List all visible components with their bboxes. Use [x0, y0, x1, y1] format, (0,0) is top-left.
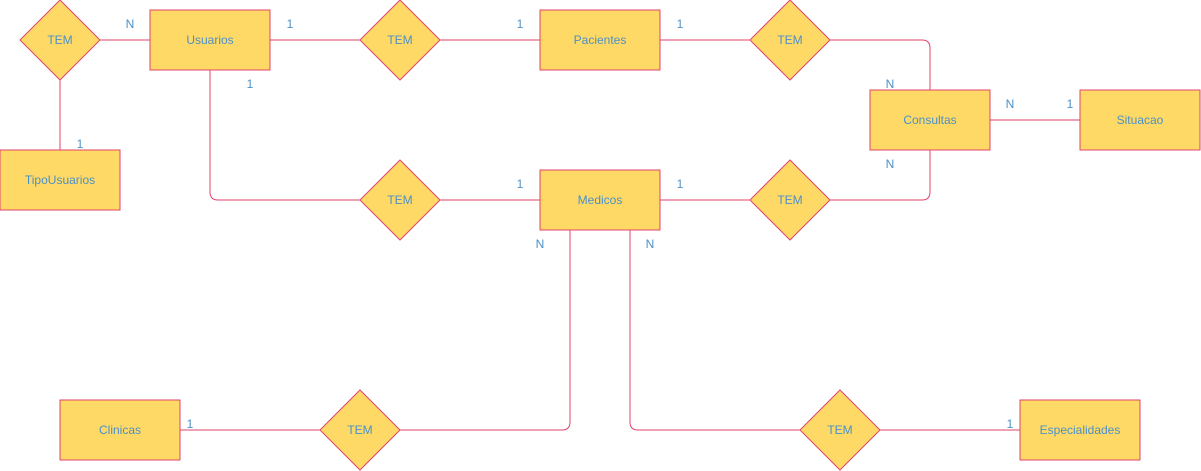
relationship-usuarios-pacientes[interactable]: TEM: [359, 0, 441, 81]
entity-pacientes[interactable]: Pacientes: [539, 9, 661, 71]
cardinality-label: N: [126, 17, 135, 31]
relationship-medicos-clinicas[interactable]: TEM: [319, 389, 401, 471]
relationship-label: TEM: [777, 33, 802, 47]
entity-medicos[interactable]: Medicos: [539, 169, 661, 231]
entity-tipousuarios[interactable]: TipoUsuarios: [0, 149, 121, 211]
cardinality-label: 1: [677, 177, 684, 191]
entity-situacao-label: Situacao: [1117, 113, 1164, 127]
relationship-label: TEM: [47, 33, 72, 47]
entity-consultas[interactable]: Consultas: [869, 89, 991, 151]
cardinality-label: N: [536, 237, 545, 251]
cardinality-label: 1: [77, 137, 84, 151]
entity-situacao[interactable]: Situacao: [1079, 89, 1201, 151]
cardinality-label: N: [1006, 97, 1015, 111]
cardinality-label: 1: [677, 17, 684, 31]
connector-usuarios-tem4: [209, 70, 360, 201]
entity-especialidades[interactable]: Especialidades: [1019, 399, 1141, 461]
relationship-label: TEM: [347, 423, 372, 437]
cardinality-label: 1: [1007, 417, 1014, 431]
cardinality-label: 1: [517, 17, 524, 31]
cardinality-label: N: [886, 77, 895, 91]
relationship-usuarios-tipousuarios[interactable]: TEM: [19, 0, 101, 81]
relationship-medicos-consultas[interactable]: TEM: [749, 159, 831, 241]
cardinality-label: N: [886, 157, 895, 171]
connector-medicos-tem7: [629, 230, 800, 431]
relationship-label: TEM: [387, 193, 412, 207]
entity-consultas-label: Consultas: [903, 113, 956, 127]
entity-clinicas-label: Clinicas: [99, 423, 141, 437]
entity-usuarios-label: Usuarios: [186, 33, 233, 47]
relationship-label: TEM: [777, 193, 802, 207]
entity-usuarios[interactable]: Usuarios: [149, 9, 271, 71]
cardinality-label: 1: [287, 17, 294, 31]
entity-clinicas[interactable]: Clinicas: [59, 399, 181, 461]
connector-tem5-consultas: [830, 150, 931, 201]
entity-medicos-label: Medicos: [578, 193, 623, 207]
cardinality-label: 1: [247, 77, 254, 91]
relationship-pacientes-consultas[interactable]: TEM: [749, 0, 831, 81]
entity-pacientes-label: Pacientes: [574, 33, 627, 47]
relationship-medicos-especialidades[interactable]: TEM: [799, 389, 881, 471]
relationship-label: TEM: [827, 423, 852, 437]
cardinality-label: 1: [1067, 97, 1074, 111]
relationship-label: TEM: [387, 33, 412, 47]
cardinality-label: N: [646, 237, 655, 251]
relationship-usuarios-medicos[interactable]: TEM: [359, 159, 441, 241]
entity-tipousuarios-label: TipoUsuarios: [25, 173, 95, 187]
connector-medicos-tem6: [400, 230, 571, 431]
connector-tem3-consultas: [830, 39, 931, 90]
cardinality-label: 1: [517, 177, 524, 191]
entity-especialidades-label: Especialidades: [1040, 423, 1121, 437]
cardinality-label: 1: [187, 417, 194, 431]
